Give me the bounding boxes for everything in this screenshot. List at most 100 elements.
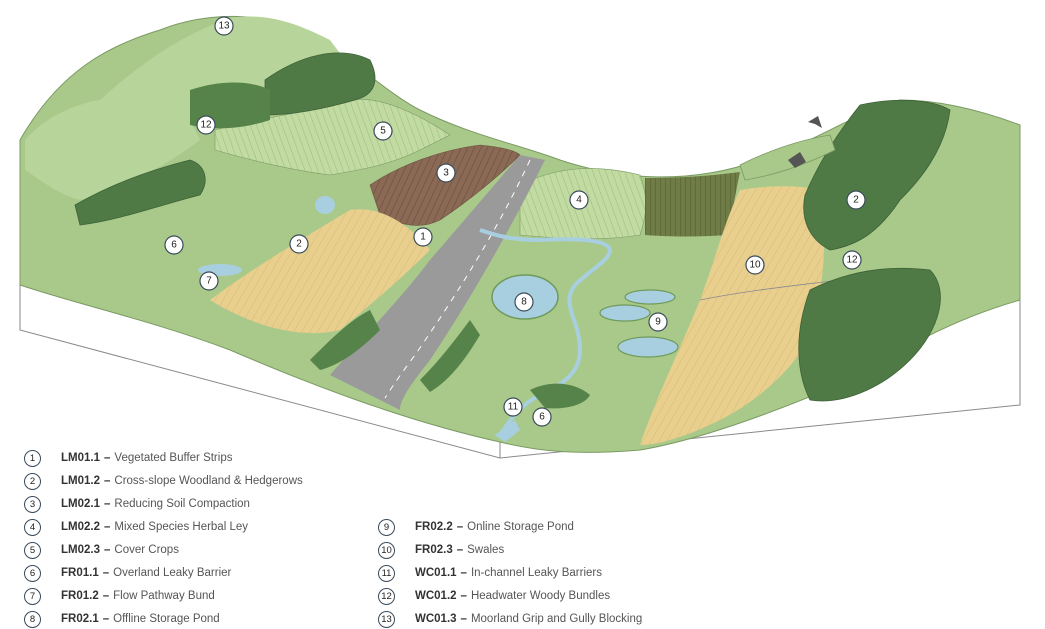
legend-dash: – <box>460 590 467 602</box>
legend-number: 11 <box>378 564 395 582</box>
legend-code: FR01.1 <box>61 567 99 579</box>
marker-label: 6 <box>539 412 545 423</box>
marker-circle <box>289 234 309 254</box>
legend-code: LM02.3 <box>61 544 100 556</box>
legend-number: 4 <box>24 518 41 536</box>
marker-circle <box>436 163 456 183</box>
legend-code: LM02.2 <box>61 521 100 533</box>
legend-code: FR01.2 <box>61 590 99 602</box>
marker-label: 9 <box>655 317 661 328</box>
marker-circle <box>196 115 216 135</box>
map-marker-11: 11 <box>503 397 523 417</box>
marker-circle <box>514 292 534 312</box>
map-marker-8: 8 <box>514 292 534 312</box>
marker-label: 12 <box>846 255 858 266</box>
marker-label: 7 <box>206 276 212 287</box>
legend-number: 9 <box>378 518 395 536</box>
map-marker-1: 1 <box>413 227 433 247</box>
marker-circle <box>846 190 866 210</box>
marker-label: 5 <box>380 126 386 137</box>
map-marker-13: 13 <box>214 16 234 36</box>
marker-label: 12 <box>200 120 212 131</box>
legend-dash: – <box>104 521 111 533</box>
legend-description: Overland Leaky Barrier <box>113 567 232 579</box>
marker-circle <box>214 16 234 36</box>
map-marker-6: 6 <box>532 407 552 427</box>
map-marker-12: 12 <box>842 250 862 270</box>
legend-code: FR02.2 <box>415 521 453 533</box>
marker-label: 2 <box>296 239 302 250</box>
legend-code: LM01.2 <box>61 475 100 487</box>
marker-label: 3 <box>443 168 449 179</box>
legend-number: 10 <box>378 541 395 559</box>
legend-description: Flow Pathway Bund <box>113 590 215 602</box>
marker-label: 1 <box>420 232 426 243</box>
legend-number: 3 <box>24 495 41 513</box>
legend-description: Cover Crops <box>114 544 179 556</box>
marker-circle <box>842 250 862 270</box>
legend-item: 9 FR02.2–Online Storage Pond <box>378 517 574 537</box>
marker-circle <box>413 227 433 247</box>
legend-description: Mixed Species Herbal Ley <box>114 521 248 533</box>
legend-dash: – <box>460 613 467 625</box>
legend-description: Headwater Woody Bundles <box>470 590 611 602</box>
legend-item: 7 FR01.2–Flow Pathway Bund <box>24 586 215 606</box>
marker-label: 4 <box>576 195 582 206</box>
legend-description: Offline Storage Pond <box>113 613 220 625</box>
legend-dash: – <box>102 613 110 625</box>
marker-label: 8 <box>521 297 527 308</box>
map-marker-4: 4 <box>569 190 589 210</box>
legend-number: 7 <box>24 587 41 605</box>
legend-dash: – <box>104 452 111 464</box>
legend-description: Online Storage Pond <box>467 521 574 533</box>
map-marker-2: 2 <box>289 234 309 254</box>
legend-code: LM02.1 <box>61 498 100 510</box>
marker-circle <box>503 397 523 417</box>
map-marker-3: 3 <box>436 163 456 183</box>
marker-circle <box>648 312 668 332</box>
map-marker-5: 5 <box>373 121 393 141</box>
map-marker-10: 10 <box>745 255 765 275</box>
legend-number: 13 <box>378 610 395 628</box>
marker-label: 13 <box>218 21 230 32</box>
marker-label: 2 <box>853 195 859 206</box>
legend-dash: – <box>102 590 110 602</box>
legend-description: Swales <box>467 544 505 556</box>
landscape-surface <box>19 15 1021 453</box>
marker-circle <box>373 121 393 141</box>
map-marker-2: 2 <box>846 190 866 210</box>
marker-circle <box>532 407 552 427</box>
legend-code: WC01.3 <box>415 613 457 625</box>
map-marker-9: 9 <box>648 312 668 332</box>
legend-dash: – <box>104 475 111 487</box>
marker-circle <box>745 255 765 275</box>
legend-number: 6 <box>24 564 41 582</box>
legend-code: WC01.2 <box>415 590 457 602</box>
legend-dash: – <box>456 521 464 533</box>
map-marker-6: 6 <box>164 235 184 255</box>
marker-circle <box>569 190 589 210</box>
legend-dash: – <box>104 544 111 556</box>
map-marker-7: 7 <box>199 271 219 291</box>
marker-label: 11 <box>508 402 519 413</box>
marker-circle <box>199 271 219 291</box>
legend-number: 5 <box>24 541 41 559</box>
legend-description: In-channel Leaky Barriers <box>470 567 602 579</box>
legend-description: Reducing Soil Compaction <box>114 498 250 510</box>
legend-code: LM01.1 <box>61 452 100 464</box>
marker-circle <box>164 235 184 255</box>
legend-number: 1 <box>24 449 41 467</box>
marker-label: 6 <box>171 240 177 251</box>
legend-number: 8 <box>24 610 41 628</box>
legend-item: 4 LM02.2–Mixed Species Herbal Ley <box>24 517 248 537</box>
